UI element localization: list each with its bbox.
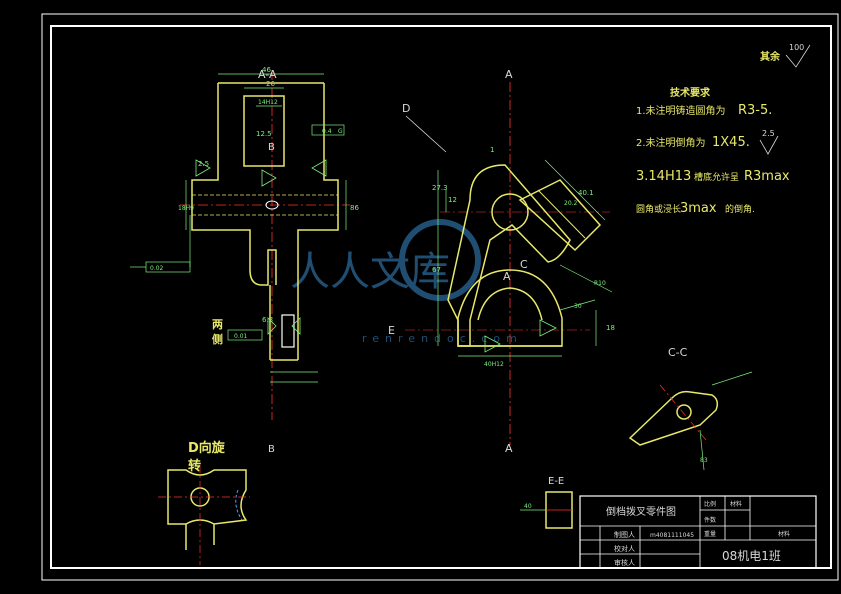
tech-req-3-value: R3max (744, 169, 790, 184)
two-places-line2: 侧 (212, 332, 223, 346)
dim-273: 27.3 (432, 184, 448, 192)
dim-202: 20.2 (564, 200, 578, 207)
labels: A-A A A D C A E C-C E-E B B D向旋 转 两 侧 46… (150, 43, 811, 567)
watermark-text: 人人文库 (290, 249, 450, 295)
b-bottom-label: B (268, 444, 275, 455)
dim-18h9: 18H9 (178, 205, 194, 212)
dim-67: 67 (432, 266, 441, 274)
title-drawer: 制图人 (614, 530, 635, 539)
dim-83: 83 (700, 457, 708, 464)
dim-46: 46 (262, 66, 271, 74)
dim-4012: 40H12 (484, 361, 504, 368)
dim-r10: R10 (594, 280, 606, 287)
dim-12: 12 (448, 196, 457, 204)
dim-401: 40.1 (578, 189, 594, 197)
title-scale-label: 比例 (704, 500, 716, 508)
section-c-cut-label: C (520, 258, 528, 271)
main-view (405, 82, 613, 445)
tech-req-4-prefix: 圆角或浸长 (636, 203, 681, 215)
dim-26: 26 (266, 80, 275, 88)
roughness-triangle-icon (759, 135, 779, 155)
view-d (158, 465, 250, 565)
dim-30: 30 (574, 303, 582, 310)
tech-req-2-prefix: 2.未注明倒角为 (636, 136, 706, 149)
watermark-url: renrendoc.com (362, 332, 523, 345)
roughness-symbol-icon (785, 44, 811, 68)
view-d-title-line1: D向旋 (188, 440, 226, 456)
tech-req-3-mid: 槽底允许呈 (694, 171, 739, 183)
section-aa-label: A-A (258, 68, 277, 81)
tech-req-title: 技术要求 (670, 86, 711, 99)
roughness-other-value: 100 (789, 43, 804, 52)
tech-req-4-value: 3max (680, 201, 717, 216)
title-weight-label: 重量 (704, 530, 716, 538)
section-cc-label: C-C (668, 346, 688, 359)
title-sheet: 材料 (778, 530, 790, 538)
section-e-cut-label: E (388, 324, 395, 337)
title-qty-label: 件数 (704, 516, 716, 524)
watermark: 人人文库 renrendoc.com (290, 219, 523, 345)
two-places-line1: 两 (212, 318, 223, 331)
title-checker: 校对人 (614, 544, 635, 553)
tech-req-2-roughness: 2.5 (762, 129, 775, 138)
section-a-cut-label: A (503, 270, 511, 283)
roughness-other-label: 其余 (760, 50, 781, 63)
tech-req-1-value: R3-5. (738, 103, 772, 118)
b-top-label: B (268, 142, 275, 153)
title-block (579, 495, 817, 569)
main-view-a-bottom: A (505, 442, 513, 455)
rough-25-a: 2.5 (198, 160, 209, 168)
tech-req-2-value: 1X45. (712, 135, 750, 150)
dim-86: 86 (350, 204, 359, 212)
main-view-a-top: A (505, 68, 513, 81)
title-class-name: 08机电1班 (722, 549, 781, 563)
title-drawing-no: m4081111045 (650, 532, 694, 539)
view-d-arrow-label: D (402, 102, 410, 115)
title-approver: 审核人 (614, 558, 635, 567)
flat-b: 0.01 (234, 333, 248, 340)
tech-req-1-prefix: 1.未注明铸造圆角为 (636, 104, 726, 117)
tech-req-4-suffix: 的倒角. (725, 203, 755, 215)
dim-ee-chamfer: 40 (524, 503, 532, 510)
title-material-label: 材料 (730, 500, 742, 508)
section-ee-label: E-E (548, 476, 564, 487)
inner-frame (50, 25, 832, 569)
dim-18: 18 (606, 324, 615, 332)
section-aa-view (130, 70, 350, 420)
dim-14h12: 14H12 (258, 99, 278, 106)
rough-63-a: 6.3 (262, 316, 273, 324)
dim-1: 1 (490, 146, 494, 154)
outer-frame (41, 13, 839, 581)
view-d-title-line2: 转 (188, 458, 201, 474)
title-part-name: 倒档拨叉零件图 (606, 505, 676, 518)
tol-04: 0.4 (322, 128, 332, 135)
flat-a: 0.02 (150, 265, 164, 272)
rough-125-a: 12.5 (256, 130, 272, 138)
tech-req-3-prefix: 3.14H13 (636, 169, 691, 184)
section-ee-view (520, 491, 573, 529)
tol-ref: G (338, 128, 343, 135)
section-cc-view (628, 371, 753, 471)
